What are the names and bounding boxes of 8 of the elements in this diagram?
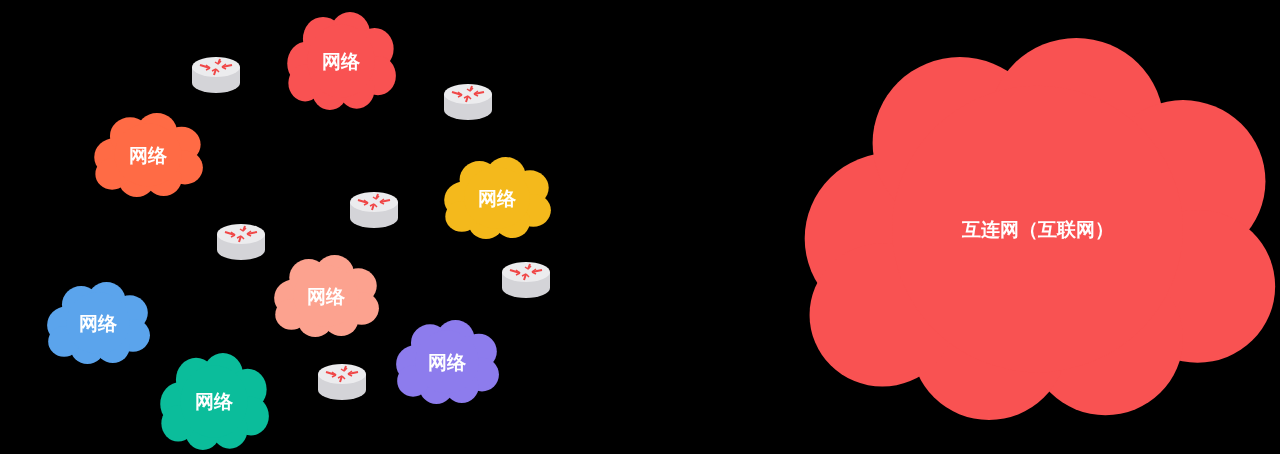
cloud-label: 网络 — [428, 349, 466, 375]
cloud-label: 互连网（互联网） — [961, 216, 1114, 242]
cloud-label: 网络 — [129, 142, 167, 168]
cloud-label: 网络 — [322, 48, 360, 74]
cloud-label: 网络 — [478, 185, 516, 211]
cloud-label: 网络 — [79, 310, 117, 336]
cloud-label: 网络 — [307, 283, 345, 309]
cloud-label: 网络 — [195, 389, 233, 415]
